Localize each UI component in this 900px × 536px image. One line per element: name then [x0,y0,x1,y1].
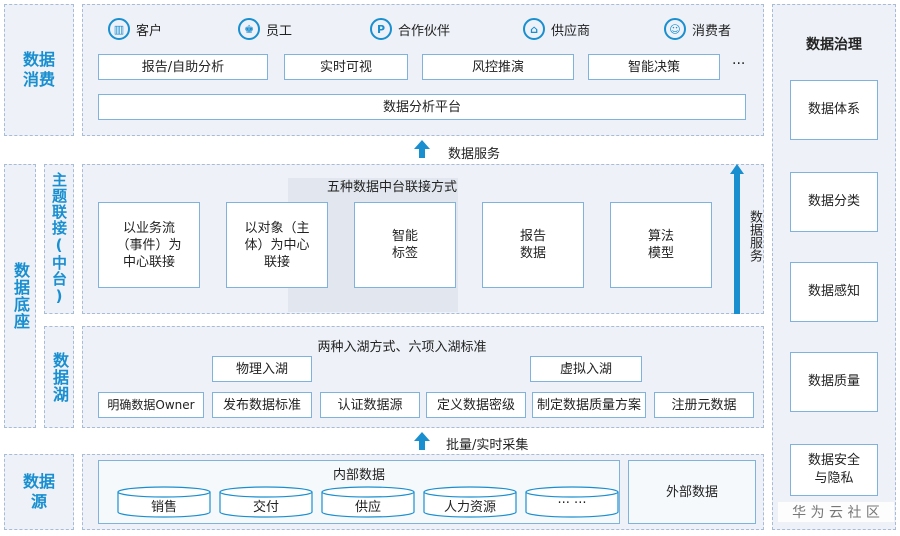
group-customer: ▥客户 [108,18,162,40]
watermark: 华 为 云 社 区 [778,502,894,522]
scenario-decision: 智能决策 [588,54,720,80]
topic-link-label: 主题联接(中台) [44,164,74,314]
scenario-realtime: 实时可视 [284,54,408,80]
method-business-flow: 以业务流 （事件）为 中心联接 [98,202,200,288]
method-smart-tag: 智能 标签 [354,202,456,288]
governance-awareness: 数据感知 [790,262,878,322]
group-supplier: ⌂供应商 [523,18,590,40]
governance-security-privacy: 数据安全 与隐私 [790,444,878,496]
method-object: 以对象（主 体）为中心 联接 [226,202,328,288]
data-consumption-label: 数据 消费 [4,4,74,136]
standard-register-metadata: 注册元数据 [654,392,754,418]
internal-data-title: 内部数据 [332,468,385,483]
scenario-report: 报告/自助分析 [98,54,268,80]
employee-icon: ♚ [238,18,260,40]
data-base-label: 数据底座 [4,164,36,428]
data-lake-label: 数据湖 [44,326,74,428]
scenario-risk: 风控推演 [422,54,574,80]
physical-ingest: 物理入湖 [212,356,312,382]
lake-title: 两种入湖方式、六项入湖标准 [317,340,487,355]
source-hr: 人力资源 [422,486,518,518]
service-arrow-label: 数据服务 [448,147,501,162]
vertical-up-arrow-icon [730,164,744,314]
up-arrow-icon [414,140,430,158]
group-employee: ♚员工 [238,18,292,40]
supplier-icon: ⌂ [523,18,545,40]
consumer-icon: ☺ [664,18,686,40]
collect-arrow-label: 批量/实时采集 [446,438,529,453]
governance-classification: 数据分类 [790,172,878,232]
external-data-box: 外部数据 [628,460,756,524]
governance-title: 数据治理 [806,37,862,53]
source-more: ··· ··· [524,486,620,518]
governance-quality: 数据质量 [790,352,878,412]
standard-owner: 明确数据Owner [98,392,204,418]
vertical-service-label: 数据服务 [747,210,762,262]
topic-title: 五种数据中台联接方式 [326,180,457,195]
standard-quality-plan: 制定数据质量方案 [532,392,646,418]
partner-icon: P [370,18,392,40]
standard-secret-level: 定义数据密级 [426,392,526,418]
source-supply: 供应 [320,486,416,518]
standard-certify-source: 认证数据源 [320,392,420,418]
source-delivery: 交付 [218,486,314,518]
group-consumer: ☺消费者 [664,18,731,40]
standard-publish: 发布数据标准 [212,392,312,418]
governance-system: 数据体系 [790,80,878,140]
virtual-ingest: 虚拟入湖 [530,356,642,382]
collect-up-arrow-icon [414,432,430,450]
source-sales: 销售 [116,486,212,518]
data-source-label: 数据 源 [4,454,74,530]
method-report-data: 报告 数据 [482,202,584,288]
scenario-more: ··· [732,56,746,72]
analysis-platform: 数据分析平台 [98,94,746,120]
customer-icon: ▥ [108,18,130,40]
method-algorithm-model: 算法 模型 [610,202,712,288]
